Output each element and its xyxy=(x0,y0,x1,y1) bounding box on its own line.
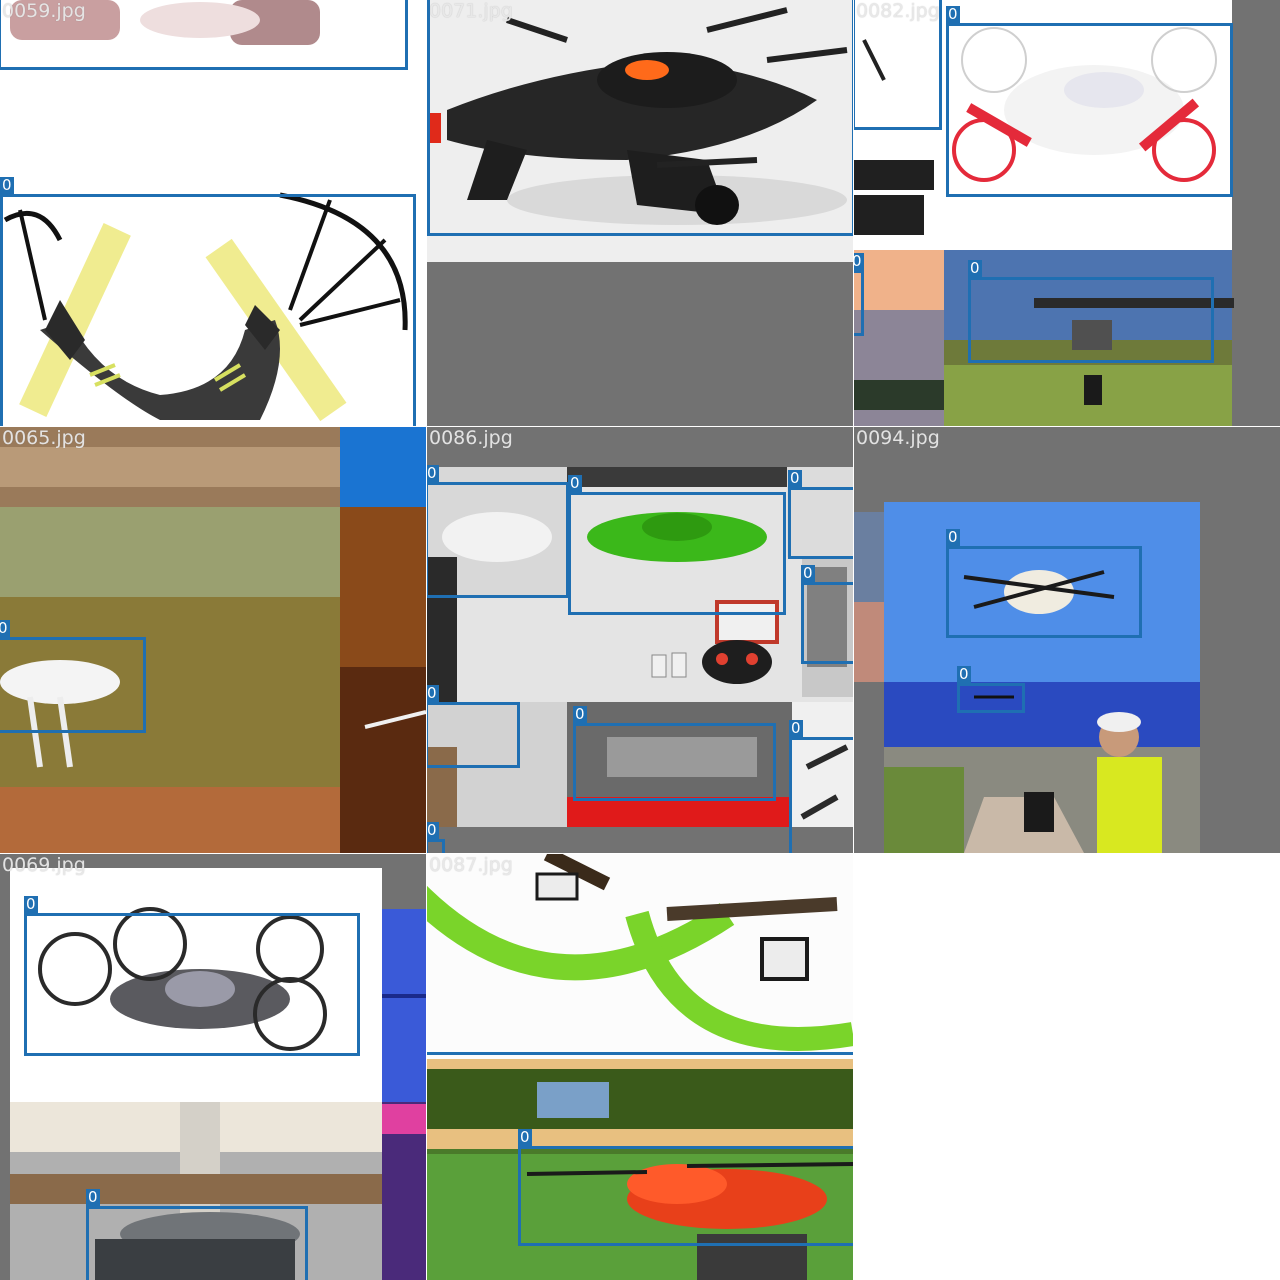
bounding-box xyxy=(427,0,853,236)
bounding-box xyxy=(0,0,408,70)
bounding-box: 0 xyxy=(568,475,786,615)
bounding-box: 0 xyxy=(427,465,569,598)
bounding-box: 0 xyxy=(968,260,1214,363)
bounding-box xyxy=(854,0,942,130)
bounding-box: 0 xyxy=(518,1129,853,1246)
class-label: 0 xyxy=(427,464,439,482)
bounding-box: 0 xyxy=(789,720,853,853)
tile-filename: 0069.jpg xyxy=(2,854,86,876)
class-label: 0 xyxy=(518,1128,532,1146)
tile-0065: 0065.jpg 0 xyxy=(0,427,426,853)
tile-filename: 0065.jpg xyxy=(2,427,86,449)
tile-filename: 0082.jpg xyxy=(856,0,940,22)
tile-0069: 0069.jpg 0 0 xyxy=(0,854,426,1280)
class-label: 0 xyxy=(568,474,582,492)
tile-filename: 0087.jpg xyxy=(429,854,513,876)
tile-0082-image xyxy=(854,0,1280,426)
class-label: 0 xyxy=(0,620,10,637)
tile-filename: 0071.jpg xyxy=(429,0,513,22)
tile-0086: 0086.jpg 0 0 0 0 0 0 0 0 xyxy=(427,427,853,853)
tile-0094-image xyxy=(854,427,1280,853)
class-label: 0 xyxy=(427,821,439,839)
tile-0071-image xyxy=(427,0,853,426)
tile-0071: 0071.jpg xyxy=(427,0,853,426)
bounding-box: 0 xyxy=(427,822,445,853)
bounding-box: 0 xyxy=(788,470,853,559)
bounding-box: 0 xyxy=(0,620,146,733)
class-label: 0 xyxy=(24,895,38,913)
class-label: 0 xyxy=(86,1188,100,1206)
class-label: 0 xyxy=(427,684,439,702)
class-label: 0 xyxy=(0,176,14,194)
bounding-box: 0 xyxy=(573,706,776,801)
class-label: 0 xyxy=(854,253,864,270)
bounding-box: 0 xyxy=(946,6,1233,197)
tile-0087: 0087.jpg 0 xyxy=(427,854,853,1280)
class-label: 0 xyxy=(573,705,587,723)
tile-0086-image xyxy=(427,427,853,853)
bounding-box: 0 xyxy=(86,1189,308,1280)
class-label: 0 xyxy=(789,719,803,737)
bounding-box xyxy=(427,854,853,1055)
class-label: 0 xyxy=(801,564,815,582)
tile-0069-image xyxy=(0,854,426,1280)
bounding-box: 0 xyxy=(946,529,1142,638)
bounding-box: 0 xyxy=(854,253,864,336)
tile-0082: 0082.jpg 0 0 0 xyxy=(854,0,1280,426)
class-label: 0 xyxy=(946,5,960,23)
tile-filename: 0094.jpg xyxy=(856,427,940,449)
class-label: 0 xyxy=(946,528,960,546)
tile-0059: 0059.jpg 0 xyxy=(0,0,426,426)
tile-filename: 0059.jpg xyxy=(2,0,86,22)
class-label: 0 xyxy=(788,469,802,487)
class-label: 0 xyxy=(968,259,982,277)
tile-0065-image xyxy=(0,427,426,853)
class-label: 0 xyxy=(957,665,971,683)
tile-0059-image xyxy=(0,0,426,426)
tile-0094: 0094.jpg 0 0 xyxy=(854,427,1280,853)
bounding-box: 0 xyxy=(427,685,520,768)
bounding-box: 0 xyxy=(957,666,1025,713)
bounding-box: 0 xyxy=(24,896,360,1056)
bounding-box: 0 xyxy=(0,177,416,426)
bounding-box: 0 xyxy=(801,565,853,664)
tile-filename: 0086.jpg xyxy=(429,427,513,449)
